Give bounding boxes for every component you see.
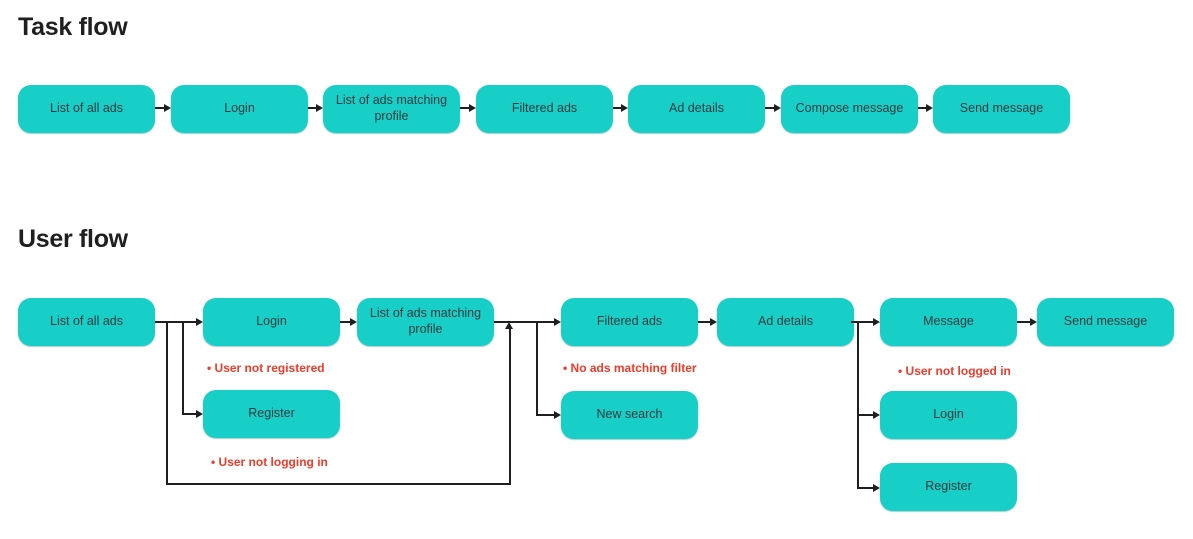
connector-v-line — [182, 321, 184, 414]
connector-h-line — [1017, 321, 1030, 323]
arrowhead-right — [196, 410, 203, 418]
connector-h-line — [765, 107, 775, 109]
connector-h-line — [182, 413, 196, 415]
arrowhead-up — [505, 322, 513, 329]
task-flow-node-compose-message: Compose message — [781, 85, 918, 133]
arrowhead-right — [350, 318, 357, 326]
connector-h-line — [308, 107, 317, 109]
user-flow-node-send-message: Send message — [1037, 298, 1174, 346]
note-user-not-registered: • User not registered — [207, 361, 325, 375]
task-flow-node-ad-details: Ad details — [628, 85, 765, 133]
arrowhead-right — [873, 411, 880, 419]
connector-h-line — [155, 321, 196, 323]
user-flow-heading: User flow — [18, 225, 128, 253]
connector-h-line — [494, 321, 554, 323]
connector-v-line — [857, 321, 859, 488]
note-user-not-logging-in: • User not logging in — [211, 455, 328, 469]
task-flow-node-list-of-all-ads: List of all ads — [18, 85, 155, 133]
user-flow-node-list-of-ads-matching-profile: List of ads matching profile — [357, 298, 494, 346]
arrowhead-right — [873, 484, 880, 492]
arrowhead-right — [554, 318, 561, 326]
arrowhead-right — [316, 104, 323, 112]
arrowhead-right — [469, 104, 476, 112]
user-flow-node-login-alt: Login — [880, 391, 1017, 439]
connector-h-line — [857, 414, 873, 416]
connector-v-line — [536, 321, 538, 415]
connector-h-line — [851, 321, 873, 323]
arrowhead-right — [710, 318, 717, 326]
task-flow-heading: Task flow — [18, 13, 128, 41]
task-flow-node-list-of-ads-matching-profile: List of ads matching profile — [323, 85, 460, 133]
arrowhead-right — [774, 104, 781, 112]
user-flow-node-register-alt: Register — [203, 390, 340, 438]
task-flow-node-filtered-ads: Filtered ads — [476, 85, 613, 133]
user-flow-node-new-search: New search — [561, 391, 698, 439]
note-user-not-logged-in: • User not logged in — [898, 364, 1011, 378]
arrowhead-right — [554, 411, 561, 419]
connector-v-line — [166, 321, 168, 484]
note-no-ads-matching-filter: • No ads matching filter — [563, 361, 697, 375]
connector-h-line — [155, 107, 165, 109]
connector-h-line — [613, 107, 622, 109]
user-flow-node-login: Login — [203, 298, 340, 346]
arrowhead-right — [164, 104, 171, 112]
connector-h-line — [166, 483, 511, 485]
connector-h-line — [918, 107, 927, 109]
arrowhead-right — [621, 104, 628, 112]
connector-h-line — [340, 321, 350, 323]
user-flow-node-filtered-ads: Filtered ads — [561, 298, 698, 346]
user-flow-node-register-alt-2: Register — [880, 463, 1017, 511]
connector-h-line — [536, 414, 554, 416]
connector-h-line — [698, 321, 710, 323]
user-flow-node-message: Message — [880, 298, 1017, 346]
connector-v-line — [509, 329, 511, 484]
task-flow-node-login: Login — [171, 85, 308, 133]
arrowhead-right — [873, 318, 880, 326]
arrowhead-right — [196, 318, 203, 326]
connector-h-line — [460, 107, 470, 109]
connector-h-line — [857, 487, 873, 489]
user-flow-node-list-of-all-ads: List of all ads — [18, 298, 155, 346]
arrowhead-right — [926, 104, 933, 112]
user-flow-node-ad-details: Ad details — [717, 298, 854, 346]
task-flow-node-send-message: Send message — [933, 85, 1070, 133]
arrowhead-right — [1030, 318, 1037, 326]
